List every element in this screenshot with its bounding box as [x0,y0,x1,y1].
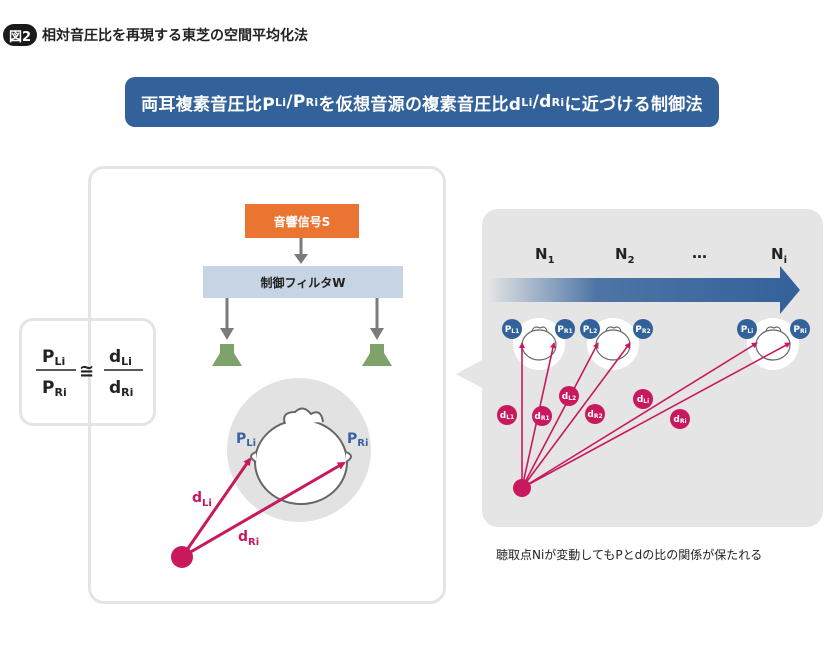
d-badge-dr1: dR1 [532,406,552,426]
mic-badge-pri: PRi [790,319,810,339]
svg-text:dRi: dRi [673,415,686,425]
svg-text:PRi: PRi [793,325,806,335]
speaker-right-icon [362,344,392,366]
listener-position-1 [513,318,565,370]
svg-text:PLi: PLi [741,325,754,335]
svg-text:PR1: PR1 [557,325,572,335]
formula-box [19,318,156,426]
svg-text:dR2: dR2 [587,410,602,420]
formula-den-right: dRi [109,378,133,399]
svg-text:PL2: PL2 [583,325,598,335]
filter-box: 制御フィルタW [203,266,403,298]
virtual-source [171,546,193,568]
arrow-d-right [181,461,346,559]
filter-arrow-left-head [220,328,234,340]
mic-badge-pl1: PL1 [502,319,522,339]
d-badge-dl1: dL1 [497,405,517,425]
arrow-d-left [180,457,252,558]
figure-badge: 図2 [3,24,38,46]
d-badge-dri: dRi [670,409,690,429]
d-badge-dl2: dL2 [559,386,579,406]
svg-text:dL2: dL2 [562,392,576,402]
d-arrows-right [519,342,791,489]
source-arrow-head [294,254,308,264]
label-ellipsis: … [692,244,707,262]
label-d-right: dRi [238,529,259,548]
virtual-source-right [513,479,531,497]
head-icon [250,407,352,505]
mic-badge-pli: PLi [737,319,757,339]
d-badge-dli: dLi [633,389,653,409]
left-panel [88,166,446,604]
mic-badge-pr2: PR2 [633,319,653,339]
svg-text:PL1: PL1 [505,325,520,335]
formula-num-right: dLi [109,347,132,368]
svg-text:dLi: dLi [637,395,649,405]
formula-relation: ≅ [79,361,94,382]
label-n2: N2 [615,245,635,266]
svg-text:PR2: PR2 [635,325,650,335]
d-badge-dr2: dR2 [585,404,605,424]
mic-badge-pr1: PR1 [555,319,575,339]
listener-position-i [747,318,799,370]
filter-arrow-right-head [370,328,384,340]
listener-position-2 [587,318,639,370]
speaker-left-icon [212,344,242,366]
caption: 聴取点Niが変動してもPとdの比の関係が保たれる [496,548,763,562]
label-d-left: dLi [192,490,212,509]
mic-badge-pl2: PL2 [580,319,600,339]
ratio-formula: PLi PRi ≅ dLi dRi [36,347,143,399]
figure-title: 相対音圧比を再現する東芝の空間平均化法 [42,28,308,44]
formula-num-left: PLi [42,347,65,368]
label-ni: Ni [771,245,787,266]
formula-den-left: PRi [42,378,67,399]
svg-text:dR1: dR1 [534,412,549,422]
svg-text:dL1: dL1 [500,411,514,421]
label-p-right: PRi [347,431,368,449]
movement-arrow [487,266,800,314]
callout-pointer [456,360,482,388]
label-n1: N1 [535,245,555,266]
source-box: 音響信号S [245,204,359,238]
label-p-left: PLi [236,431,256,449]
